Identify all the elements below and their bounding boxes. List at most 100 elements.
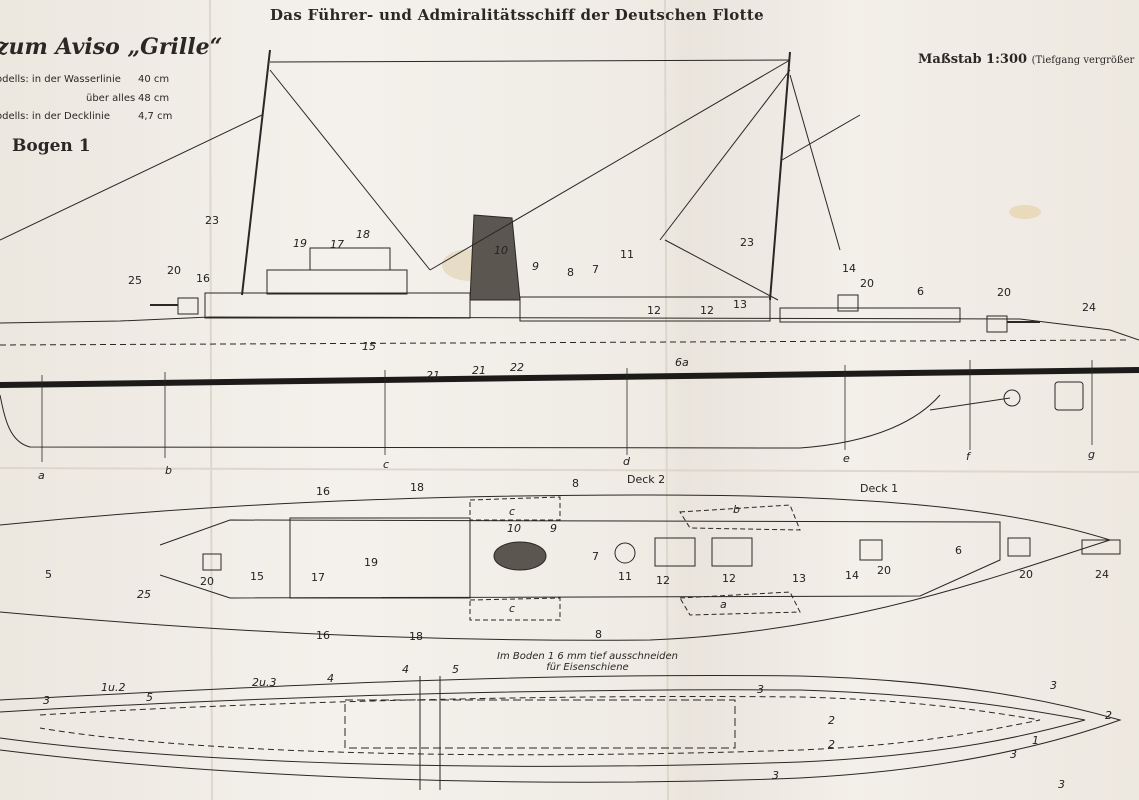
bridge-house <box>266 269 408 295</box>
waterline <box>0 367 1139 388</box>
part-label: 8 <box>567 266 574 279</box>
part-label: 2 <box>828 714 835 727</box>
gaff <box>781 114 861 161</box>
hull-outline <box>0 674 1122 783</box>
part-label: 2 <box>828 738 835 751</box>
part-label: 5 <box>45 568 52 581</box>
aft-deckhouse <box>519 296 771 322</box>
part-label: 19 <box>293 237 307 250</box>
part-label: 18 <box>410 481 424 494</box>
part-label: 18 <box>356 228 370 241</box>
part-label: 8 <box>595 628 602 641</box>
part-label: 2u.3 <box>252 676 276 689</box>
sheet-number: Bogen 1 <box>12 136 91 156</box>
part-label: 8 <box>572 477 579 490</box>
part-label: 15 <box>250 570 264 583</box>
propeller <box>1003 389 1021 407</box>
keel-cutout <box>344 699 736 749</box>
skylight <box>711 537 753 567</box>
part-label: 1 <box>1032 734 1039 747</box>
part-label: 17 <box>311 571 325 584</box>
stay <box>659 69 791 241</box>
deck-name: Deck 1 <box>860 482 898 495</box>
spec-label: odells: in der Decklinie <box>0 111 110 122</box>
side-labels: 23 25 20 16 19 17 18 10 9 8 7 11 23 14 2… <box>128 214 1096 382</box>
part-label: 3 <box>1058 778 1065 791</box>
main-mast <box>769 51 791 301</box>
aft-lower-house <box>779 307 961 323</box>
capstan <box>614 542 636 564</box>
part-label: c <box>509 602 515 615</box>
part-label: 24 <box>1082 301 1096 314</box>
part-label: 24 <box>1095 568 1109 581</box>
upper-bridge <box>309 247 391 271</box>
model-title: zum Aviso „Grille“ <box>0 34 223 60</box>
part-label: 18 <box>409 630 423 643</box>
part-label: 6 <box>917 285 924 298</box>
part-label: 19 <box>364 556 378 569</box>
boat-c-top <box>469 496 561 521</box>
spec-value: 48 cm <box>138 93 170 104</box>
part-label: 9 <box>550 522 557 535</box>
part-label: 20 <box>1019 568 1033 581</box>
part-label: 5 <box>452 663 459 676</box>
part-label: 15 <box>362 340 376 353</box>
part-label: 21 <box>472 364 486 377</box>
hull-labels: 3 1u.2 5 2u.3 4 4 5 3 3 2 2 2 1 3 3 3 <box>43 663 1112 791</box>
part-label: 17 <box>330 238 344 251</box>
main-title: Das Führer- und Admiralitätsschiff der D… <box>270 6 764 24</box>
deck-line-dashed <box>0 339 1131 346</box>
part-label: 6a <box>675 356 689 369</box>
grating <box>1081 539 1121 555</box>
stay <box>269 69 431 271</box>
scale-note: (Tiefgang vergrößer <box>1031 55 1135 66</box>
section-lines <box>41 360 1093 462</box>
part-label: 13 <box>792 572 806 585</box>
deck-outline <box>0 494 1112 641</box>
funnel-top <box>493 541 547 571</box>
scale-value: Maßstab 1:300 <box>918 52 1028 67</box>
part-label: c <box>509 505 515 518</box>
section-label: g <box>1088 448 1095 461</box>
part-label: 12 <box>722 572 736 585</box>
deck-plan <box>0 494 1121 641</box>
section-label: a <box>38 469 45 482</box>
cutout-note-line: für Eisenschiene <box>546 662 629 673</box>
part-label: 1u.2 <box>101 681 125 694</box>
part-label: 7 <box>592 263 599 276</box>
part-label: 10 <box>507 522 521 535</box>
part-label: 3 <box>43 694 50 707</box>
part-label: 6 <box>955 544 962 557</box>
part-label: 20 <box>860 277 874 290</box>
part-label: 2 <box>1105 709 1112 722</box>
part-label: 20 <box>997 286 1011 299</box>
part-label: 4 <box>327 672 334 685</box>
part-label: 12 <box>656 574 670 587</box>
part-label: 11 <box>620 248 634 261</box>
gun-fore <box>177 297 199 315</box>
part-label: 21 <box>426 369 440 382</box>
boat-deck-b <box>679 504 801 531</box>
cutout-note-line: Im Boden 1 6 mm tief ausschneiden <box>497 651 678 662</box>
rudder <box>1054 381 1084 411</box>
part-label: 20 <box>200 575 214 588</box>
cutout-note: Im Boden 1 6 mm tief ausschneiden für Ei… <box>497 651 678 673</box>
spec-label: über alles <box>86 93 136 104</box>
turret <box>859 539 883 561</box>
bridge-deck <box>289 517 471 599</box>
section-label: d <box>623 455 631 468</box>
hull-lines <box>0 674 1122 790</box>
aerial-wire <box>269 59 791 63</box>
hull-side <box>0 316 1139 341</box>
part-label: 10 <box>494 244 508 257</box>
side-elevation <box>0 49 1139 462</box>
skylight <box>654 537 696 567</box>
part-label: 23 <box>740 236 754 249</box>
part-label: 14 <box>842 262 856 275</box>
part-label: 12 <box>647 304 661 317</box>
deck-inner <box>159 519 1001 599</box>
forecastle-deckhouse <box>204 292 471 319</box>
stay <box>789 74 841 251</box>
